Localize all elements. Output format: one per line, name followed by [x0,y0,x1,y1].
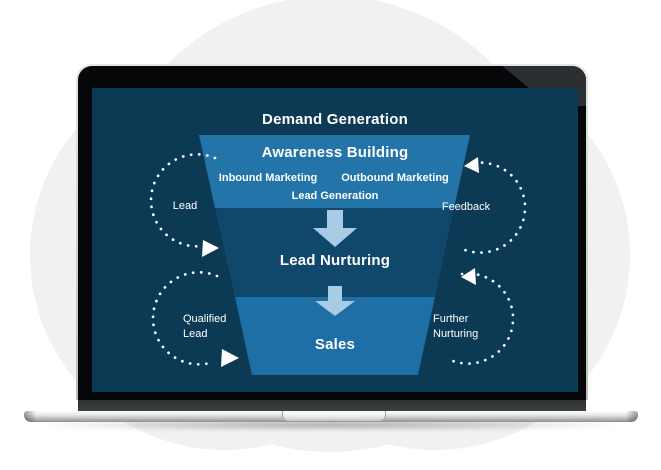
arc-arrowhead-right-icon [202,240,219,257]
stage-sub-label-outbound: Outbound Marketing [341,172,449,184]
side-label-feedback: Feedback [441,201,491,213]
dotted-arc-lower-right [451,272,515,365]
arc-arrowhead-left-icon [461,268,476,285]
stage-label-nurturing: Lead Nurturing [279,252,391,269]
laptop-base [24,411,638,422]
laptop-shadow [50,420,610,430]
funnel-diagram [149,135,527,375]
dotted-arc-upper-left [149,153,217,248]
funnel-stage-sales [235,297,435,375]
down-arrow-icon [315,286,355,316]
dotted-arc-upper-right [463,161,527,254]
stage-label-sales: Sales [314,336,356,353]
down-arrow-icon [313,210,357,247]
diagram-title: Demand Generation [262,111,408,128]
funnel-stage-awareness [199,135,470,208]
side-label-line: Lead [183,328,208,340]
side-label-line: Further [433,313,469,325]
side-label-further-nurturing: Further Nurturing [433,312,478,342]
side-label-lead: Lead [172,200,198,212]
side-label-line: Nurturing [433,328,479,340]
stage-sub-label-lead-generation: Lead Generation [291,190,379,202]
laptop-base-notch [282,411,386,421]
arc-arrowhead-right-icon [221,349,239,367]
arc-arrowhead-left-icon [464,157,479,173]
side-label-line: Qualified [183,313,227,325]
stage-sub-label-inbound: Inbound Marketing [218,172,318,184]
laptop-hinge [78,400,586,411]
laptop-screen: Demand Generation Awareness Building Inb… [92,88,578,392]
stage-label-awareness: Awareness Building [261,144,409,161]
side-label-qualified-lead: Qualified Lead [183,312,226,342]
funnel-stage-nurturing [215,208,454,297]
dotted-arc-lower-left [151,271,219,366]
